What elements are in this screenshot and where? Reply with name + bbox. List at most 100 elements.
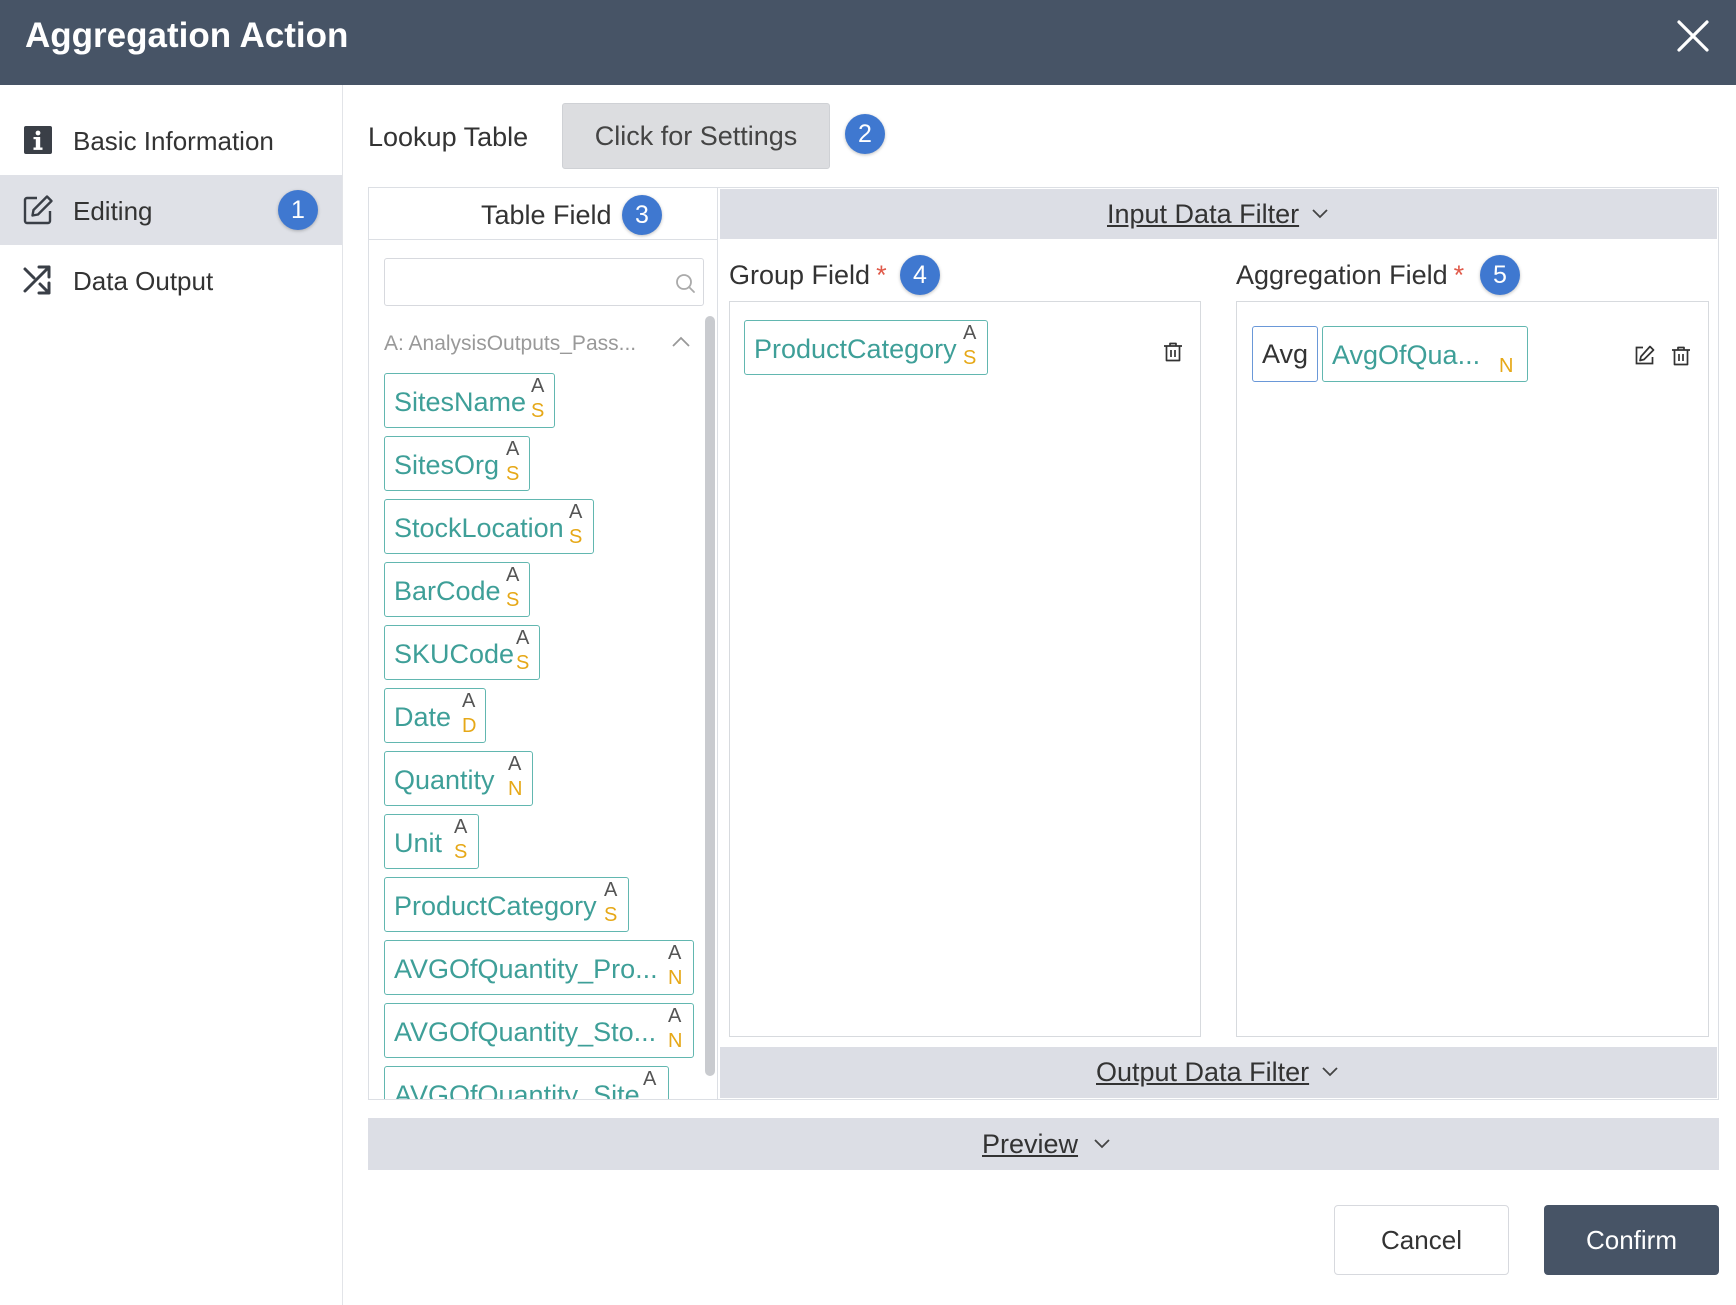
- field-chip[interactable]: BarCode A S: [384, 562, 530, 617]
- confirm-button[interactable]: Confirm: [1544, 1205, 1719, 1275]
- field-chip[interactable]: AVGOfQuantity_Pro... A N: [384, 940, 694, 995]
- field-chip[interactable]: SitesOrg A S: [384, 436, 530, 491]
- field-search-box[interactable]: [384, 258, 704, 306]
- sidebar: Basic Information Editing 1 Data Output: [0, 85, 343, 1305]
- field-source-tag: A: [668, 942, 682, 964]
- info-icon: [24, 126, 52, 154]
- step-badge: 5: [1480, 255, 1520, 295]
- edit-icon[interactable]: [1632, 344, 1656, 368]
- field-chip[interactable]: AVGOfQuantity_Sto... A N: [384, 1003, 694, 1058]
- field-source-tag: A: [668, 1005, 682, 1027]
- field-name: ProductCategory: [394, 891, 597, 921]
- field-name: ProductCategory: [754, 334, 957, 364]
- sidebar-item-editing[interactable]: Editing 1: [0, 175, 342, 245]
- table-field-header: Table Field 3: [369, 188, 717, 240]
- field-chip[interactable]: ProductCategory A S: [384, 877, 629, 932]
- field-name: Unit: [394, 828, 443, 858]
- field-source-tag: A: [531, 375, 545, 397]
- field-name: AVGOfQuantity_Pro...: [394, 954, 658, 984]
- input-data-filter-label: Input Data Filter: [1107, 199, 1300, 229]
- field-type-tag: S: [569, 526, 583, 548]
- aggregation-field-label: Aggregation Field*: [1236, 258, 1464, 292]
- group-field-label: Group Field*: [729, 258, 887, 292]
- dialog-title: Aggregation Action: [25, 16, 349, 55]
- field-type-tag: S: [506, 463, 520, 485]
- lookup-table-label: Lookup Table: [368, 122, 529, 152]
- preview-label: Preview: [982, 1129, 1079, 1159]
- edit-icon: [23, 195, 53, 225]
- field-type-tag: N: [508, 778, 523, 800]
- trash-icon[interactable]: [1669, 344, 1693, 368]
- step-badge: 4: [900, 255, 940, 295]
- dialog-titlebar: Aggregation Action: [0, 0, 1736, 85]
- field-type-tag: D: [462, 715, 477, 737]
- step-badge: 1: [278, 190, 318, 230]
- field-name: SitesOrg: [394, 450, 500, 480]
- step-badge: 2: [845, 114, 885, 154]
- field-type-tag: S: [516, 652, 530, 674]
- aggregation-field-label-text: Aggregation Field: [1236, 260, 1448, 290]
- close-icon[interactable]: [1673, 16, 1713, 56]
- table-field-title: Table Field: [481, 200, 612, 230]
- sidebar-item-basic-information[interactable]: Basic Information: [0, 105, 342, 175]
- field-type-tag: S: [604, 904, 618, 926]
- output-data-filter-bar[interactable]: Output Data Filter: [720, 1047, 1717, 1098]
- field-source-tag: A: [462, 690, 476, 712]
- chevron-up-icon[interactable]: [670, 333, 692, 351]
- field-name: StockLocation: [394, 513, 564, 543]
- field-name: AVGOfQuantity_Sto...: [394, 1017, 657, 1047]
- group-field-chip[interactable]: ProductCategory A S: [744, 320, 988, 375]
- field-chip[interactable]: Quantity A N: [384, 751, 533, 806]
- field-chip[interactable]: Date A D: [384, 688, 486, 743]
- field-type-tag: N: [668, 1030, 683, 1052]
- required-mark: *: [876, 260, 887, 290]
- field-type-tag: S: [506, 589, 520, 611]
- field-chip[interactable]: AVGOfQuantity_Site... A: [384, 1066, 669, 1099]
- field-type-tag: S: [531, 400, 545, 422]
- field-chip[interactable]: StockLocation A S: [384, 499, 594, 554]
- field-list-scrollbar[interactable]: [705, 316, 715, 1076]
- field-name: SKUCode: [394, 639, 515, 669]
- field-source-tag: A: [516, 627, 530, 649]
- field-source-tag: A: [569, 501, 583, 523]
- search-icon[interactable]: [674, 272, 696, 294]
- sidebar-item-label: Basic Information: [73, 126, 274, 156]
- field-name: Date: [394, 702, 452, 732]
- chevron-down-icon: [1312, 209, 1328, 219]
- chevron-down-icon: [1322, 1067, 1338, 1077]
- aggregation-field-chip[interactable]: AvgOfQua... N: [1322, 326, 1528, 382]
- preview-bar[interactable]: Preview: [368, 1118, 1719, 1170]
- field-chip[interactable]: Unit A S: [384, 814, 479, 869]
- field-name: AVGOfQuantity_Site...: [394, 1080, 663, 1099]
- step-badge: 3: [622, 195, 662, 235]
- field-source-tag: A: [506, 438, 520, 460]
- sidebar-item-label: Data Output: [73, 266, 214, 296]
- input-data-filter-bar[interactable]: Input Data Filter: [720, 189, 1717, 239]
- aggregation-function-selector[interactable]: Avg: [1252, 326, 1318, 382]
- field-source-tag: A: [643, 1068, 657, 1090]
- sidebar-item-data-output[interactable]: Data Output: [0, 245, 342, 315]
- chevron-down-icon: [1094, 1139, 1110, 1149]
- cancel-button[interactable]: Cancel: [1334, 1205, 1509, 1275]
- table-field-panel: Table Field 3 A: AnalysisOutputs_Pass...…: [369, 188, 718, 1099]
- aggregation-field-dropzone[interactable]: [1236, 301, 1709, 1037]
- shuffle-icon: [23, 265, 51, 295]
- field-source-tag: A: [506, 564, 520, 586]
- field-name: BarCode: [394, 576, 501, 606]
- group-field-label-text: Group Field: [729, 260, 871, 290]
- field-source-tag: A: [963, 322, 977, 344]
- field-group-name: A: AnalysisOutputs_Pass...: [384, 332, 637, 355]
- field-search-input[interactable]: [395, 267, 655, 297]
- field-type-tag: N: [668, 967, 683, 989]
- field-type-tag: S: [963, 347, 977, 369]
- field-chip[interactable]: SitesName A S: [384, 373, 555, 428]
- sidebar-item-label: Editing: [73, 196, 153, 226]
- field-type-tag: S: [454, 841, 468, 863]
- lookup-settings-button[interactable]: Click for Settings: [562, 103, 830, 169]
- field-type-tag: N: [1499, 355, 1514, 377]
- field-name: Quantity: [394, 765, 495, 795]
- field-source-tag: A: [454, 816, 468, 838]
- group-field-dropzone[interactable]: ProductCategory A S: [729, 301, 1201, 1037]
- field-chip[interactable]: SKUCode A S: [384, 625, 540, 680]
- trash-icon[interactable]: [1161, 340, 1185, 364]
